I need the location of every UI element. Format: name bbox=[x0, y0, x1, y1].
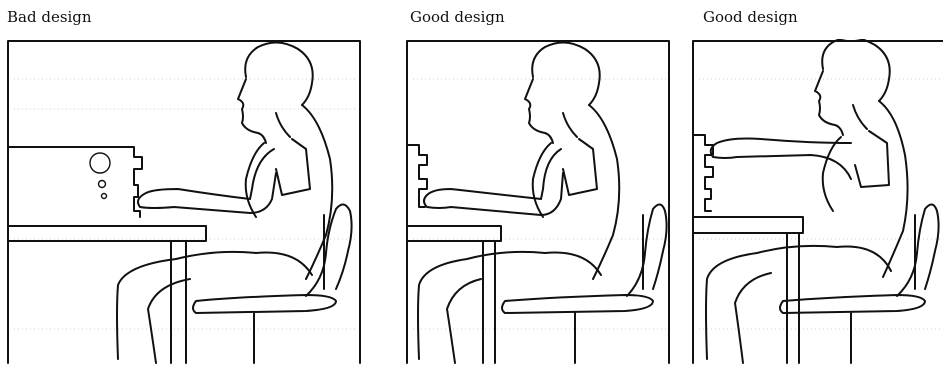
control-panel-box bbox=[693, 135, 713, 211]
worker-legs bbox=[117, 252, 312, 363]
worker-figure bbox=[706, 39, 908, 363]
worker-face bbox=[525, 79, 553, 143]
worker-legs bbox=[418, 252, 601, 363]
worker-hair bbox=[245, 42, 313, 105]
seated-worker-illustration bbox=[6, 39, 363, 365]
dial-small-1 bbox=[99, 181, 106, 188]
worker-arm bbox=[424, 149, 563, 215]
panel-frame bbox=[407, 41, 669, 363]
worker-hair bbox=[822, 39, 890, 101]
panel-caption-bad-design: Bad design bbox=[7, 8, 92, 26]
background-dots bbox=[413, 79, 667, 329]
worker-back bbox=[302, 105, 332, 279]
worker-sleeve bbox=[855, 131, 889, 187]
worker-back bbox=[879, 101, 908, 277]
worker-face bbox=[815, 71, 843, 135]
worker-arm bbox=[138, 149, 276, 213]
worker-sleeve bbox=[276, 139, 310, 195]
worker-neck bbox=[276, 113, 290, 137]
worker-arm bbox=[711, 139, 851, 180]
worker-front-torso bbox=[246, 143, 264, 217]
worker-front-torso bbox=[823, 137, 841, 211]
worker-face bbox=[238, 79, 266, 143]
worker-figure bbox=[418, 42, 619, 363]
worker-back bbox=[589, 105, 619, 279]
control-panel-box bbox=[8, 147, 142, 217]
panel-caption-good-design-1: Good design bbox=[410, 8, 505, 26]
work-table bbox=[693, 217, 803, 363]
work-table bbox=[8, 226, 206, 363]
dial-small-2 bbox=[102, 194, 107, 199]
panel-frame bbox=[8, 41, 360, 363]
illustration-panel-good-design-1 bbox=[405, 39, 672, 365]
worker-sleeve bbox=[563, 139, 597, 195]
worker-figure bbox=[117, 42, 332, 363]
worker-front-torso bbox=[533, 143, 551, 217]
worker-hair bbox=[532, 42, 600, 105]
panel-caption-good-design-2: Good design bbox=[703, 8, 798, 26]
illustration-panel-good-design-2 bbox=[691, 39, 943, 365]
dial-large bbox=[90, 153, 110, 173]
illustration-panel-bad-design bbox=[6, 39, 363, 365]
worker-neck bbox=[563, 113, 577, 137]
seated-worker-illustration bbox=[691, 39, 943, 365]
seated-worker-illustration bbox=[405, 39, 672, 365]
worker-neck bbox=[853, 105, 867, 129]
chair bbox=[502, 204, 667, 363]
panel-frame bbox=[693, 41, 943, 363]
